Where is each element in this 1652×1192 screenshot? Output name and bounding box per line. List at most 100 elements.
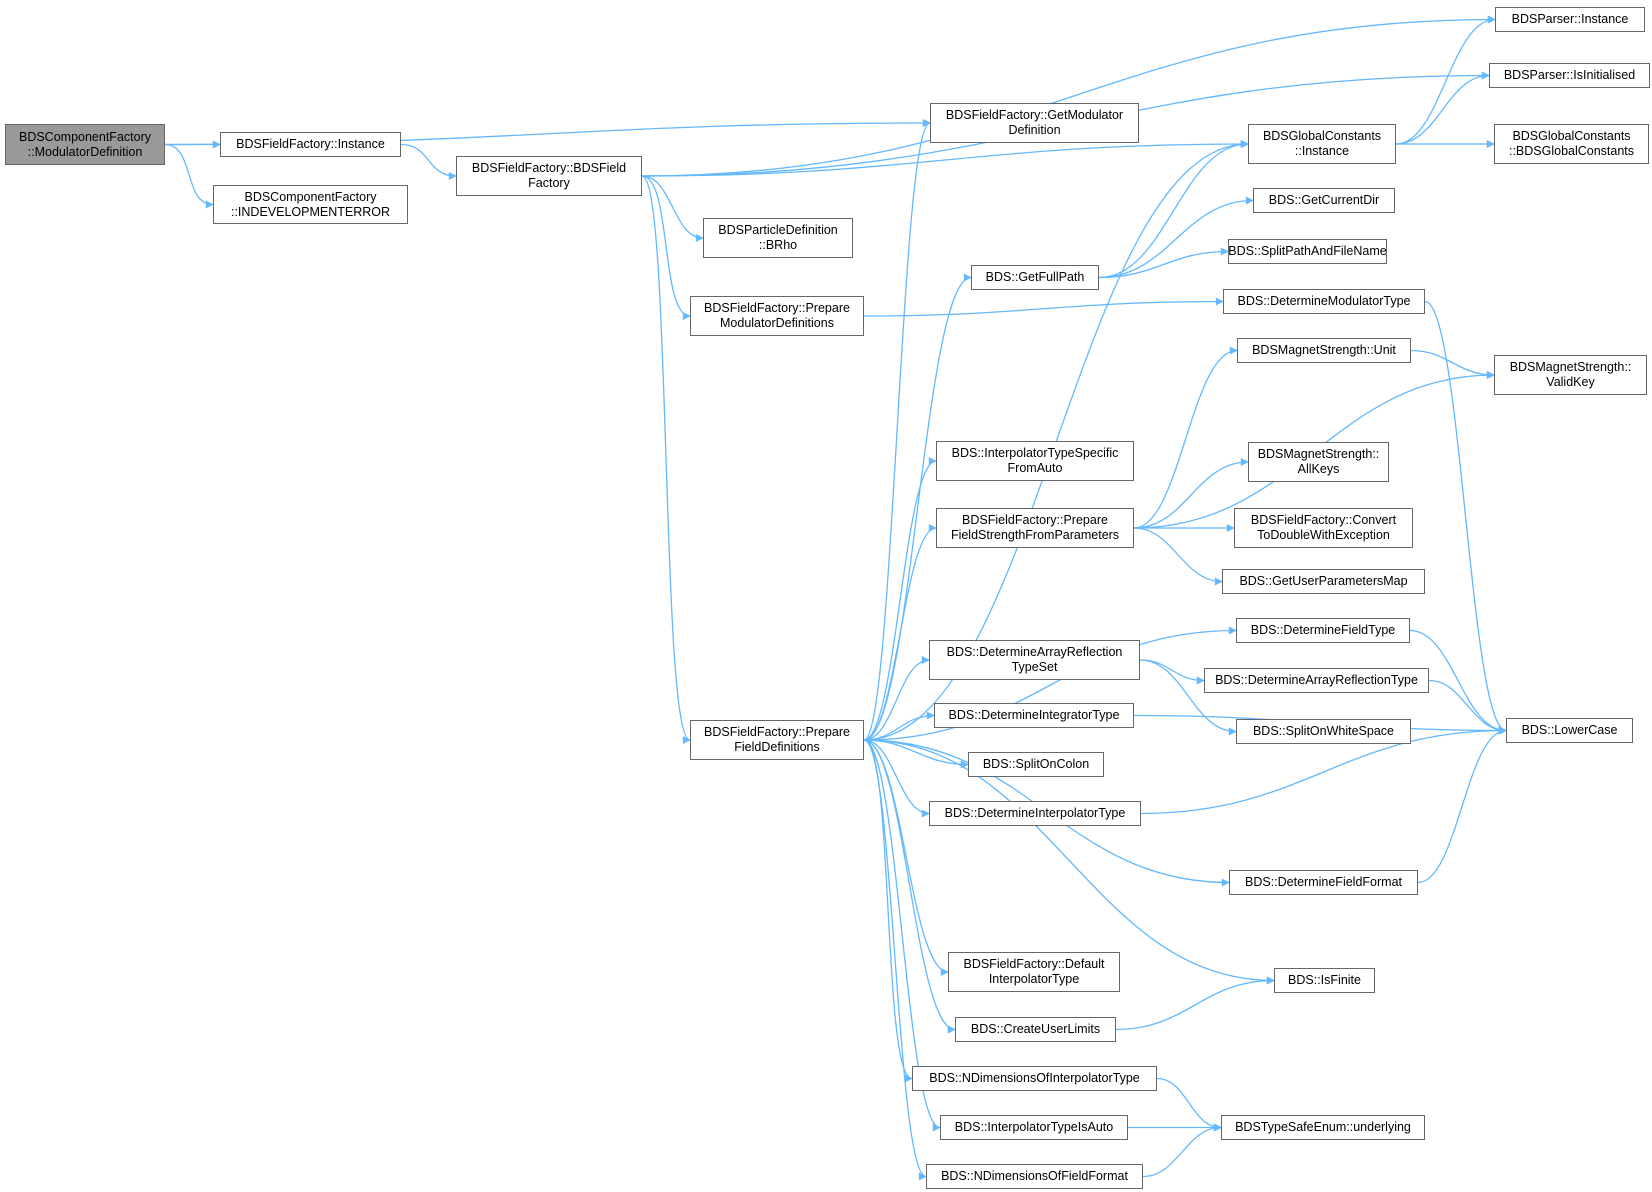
- node-parserInst[interactable]: BDSParser::Instance: [1495, 7, 1645, 32]
- call-edge-root-to-inDev: [164, 143, 214, 209]
- call-edge-detFieldFormat-to-lowerCase: [1417, 726, 1507, 884]
- node-label-line: BDS::DetermineInterpolatorType: [944, 806, 1126, 820]
- node-getUserParams[interactable]: BDS::GetUserParametersMap: [1222, 569, 1425, 594]
- node-label-line: BDS::DetermineArrayReflection: [946, 645, 1123, 659]
- call-edge-ffBDS-to-ffPrepField: [641, 175, 691, 744]
- call-edge-msUnit-to-msValid: [1410, 349, 1495, 379]
- node-msUnit[interactable]: BDSMagnetStrength::Unit: [1237, 338, 1411, 363]
- node-gcCtor[interactable]: BDSGlobalConstants::BDSGlobalConstants: [1494, 124, 1649, 164]
- call-edge-ffPrepField-to-ndimInterp: [863, 739, 913, 1083]
- node-label-line: BDS::LowerCase: [1521, 723, 1618, 737]
- node-detIntegType[interactable]: BDS::DetermineIntegratorType: [934, 703, 1134, 728]
- node-label-line: BDSFieldFactory::Prepare: [704, 301, 850, 315]
- node-label-line: BDSGlobalConstants: [1262, 129, 1382, 143]
- call-edge-ffPrepMod-to-detModType: [863, 297, 1224, 317]
- call-edge-ffPrepField-to-ffDefaultInterp: [863, 739, 949, 976]
- node-label-line: BDS::GetUserParametersMap: [1239, 574, 1408, 588]
- node-label-line: BDS::DetermineIntegratorType: [948, 708, 1120, 722]
- node-label-line: ValidKey: [1546, 375, 1595, 389]
- node-msAllKeys[interactable]: BDSMagnetStrength::AllKeys: [1248, 442, 1389, 482]
- node-interpIsAuto[interactable]: BDS::InterpolatorTypeIsAuto: [940, 1115, 1128, 1140]
- node-ndimFormat[interactable]: BDS::NDimensionsOfFieldFormat: [926, 1164, 1143, 1189]
- node-tseUnderlying[interactable]: BDSTypeSafeEnum::underlying: [1221, 1115, 1425, 1140]
- call-edge-ffPrepField-to-detArrReflSet: [863, 656, 930, 741]
- node-label-line: ModulatorDefinitions: [720, 316, 834, 330]
- node-detFieldFormat[interactable]: BDS::DetermineFieldFormat: [1229, 870, 1418, 895]
- call-edge-ffBDS-to-gcInst: [641, 140, 1249, 177]
- node-detArrRefl[interactable]: BDS::DetermineArrayReflectionType: [1204, 668, 1429, 693]
- node-isFinite[interactable]: BDS::IsFinite: [1274, 968, 1375, 993]
- node-splitWS[interactable]: BDS::SplitOnWhiteSpace: [1236, 719, 1411, 744]
- node-label-line: ::BDSGlobalConstants: [1508, 144, 1635, 158]
- node-label-line: BDS::SplitPathAndFileName: [1228, 244, 1387, 258]
- node-label-line: FieldStrengthFromParameters: [950, 528, 1120, 542]
- node-ffInstance[interactable]: BDSFieldFactory::Instance: [220, 132, 401, 157]
- node-label-line: BDS::InterpolatorTypeIsAuto: [954, 1120, 1114, 1134]
- call-edge-ndimFormat-to-tseUnderlying: [1142, 1123, 1222, 1178]
- node-label-line: AllKeys: [1297, 462, 1340, 476]
- call-edge-ffPrepField-to-detFieldType: [863, 626, 1237, 741]
- node-getFullPath[interactable]: BDS::GetFullPath: [971, 265, 1099, 290]
- node-label-line: BDSFieldFactory::Default: [963, 957, 1105, 971]
- node-label-line: BDS::DetermineArrayReflectionType: [1215, 673, 1418, 687]
- call-edge-ffPrepField-to-ffPrepStrength: [863, 524, 937, 741]
- call-edge-ffBDS-to-pdBRho: [641, 175, 704, 242]
- node-root: BDSComponentFactory::ModulatorDefinition: [5, 124, 165, 165]
- node-pdBRho[interactable]: BDSParticleDefinition::BRho: [703, 218, 853, 258]
- call-edge-ffBDS-to-parserInst: [641, 15, 1496, 177]
- node-detInterpType[interactable]: BDS::DetermineInterpolatorType: [929, 801, 1141, 826]
- node-lowerCase[interactable]: BDS::LowerCase: [1506, 718, 1633, 743]
- node-label-line: BDS::DetermineModulatorType: [1237, 294, 1411, 308]
- node-label-line: BDSParser::IsInitialised: [1503, 68, 1636, 82]
- node-label-line: BDSParser::Instance: [1511, 12, 1629, 26]
- node-ndimInterp[interactable]: BDS::NDimensionsOfInterpolatorType: [912, 1066, 1157, 1091]
- node-label-line: BDS::GetCurrentDir: [1268, 193, 1380, 207]
- node-inDev[interactable]: BDSComponentFactory::INDEVELOPMENTERROR: [213, 185, 408, 224]
- call-edge-ffPrepField-to-ndimFormat: [863, 739, 927, 1181]
- node-label-line: BDSComponentFactory: [244, 189, 377, 204]
- node-parserInit[interactable]: BDSParser::IsInitialised: [1489, 63, 1650, 88]
- node-label-line: BDSFieldFactory::Convert: [1250, 513, 1397, 527]
- node-detFieldType[interactable]: BDS::DetermineFieldType: [1236, 618, 1410, 643]
- node-label-line: BDS::NDimensionsOfInterpolatorType: [929, 1071, 1140, 1085]
- node-splitColon[interactable]: BDS::SplitOnColon: [968, 752, 1104, 777]
- node-label-line: ToDoubleWithException: [1257, 528, 1390, 542]
- node-label-line: ::Instance: [1294, 144, 1350, 158]
- node-getCurDir[interactable]: BDS::GetCurrentDir: [1253, 188, 1395, 213]
- call-edge-ffPrepField-to-detInterpType: [863, 739, 930, 818]
- call-edge-detArrReflSet-to-detArrRefl: [1139, 659, 1205, 685]
- node-label-line: BDSComponentFactory: [18, 129, 151, 144]
- node-msValid[interactable]: BDSMagnetStrength::ValidKey: [1494, 355, 1647, 395]
- node-label-line: BDSMagnetStrength::: [1257, 447, 1380, 461]
- node-createUL[interactable]: BDS::CreateUserLimits: [955, 1017, 1116, 1042]
- call-edge-ffPrepField-to-detIntegType: [863, 711, 935, 741]
- node-label-line: ::BRho: [758, 238, 798, 252]
- node-label-line: BDSMagnetStrength::Unit: [1252, 343, 1396, 357]
- call-edge-ffPrepStrength-to-msUnit: [1133, 346, 1238, 529]
- call-edge-detArrRefl-to-lowerCase: [1428, 679, 1507, 735]
- node-label-line: BDSGlobalConstants: [1512, 129, 1631, 143]
- call-edge-ffBDS-to-ffPrepMod: [641, 175, 691, 320]
- node-splitPath[interactable]: BDS::SplitPathAndFileName: [1228, 239, 1387, 264]
- call-edge-detArrReflSet-to-splitWS: [1139, 659, 1237, 736]
- call-edge-ffPrepField-to-interpIsAuto: [863, 739, 941, 1132]
- node-detModType[interactable]: BDS::DetermineModulatorType: [1223, 289, 1425, 314]
- call-edge-ffPrepStrength-to-msAllKeys: [1133, 458, 1249, 529]
- node-gcInst[interactable]: BDSGlobalConstants::Instance: [1248, 124, 1396, 164]
- node-label-line: BDS::IsFinite: [1288, 973, 1361, 987]
- call-edge-gcInst-to-parserInst: [1395, 15, 1496, 145]
- call-edge-ffPrepField-to-createUL: [863, 739, 956, 1034]
- call-edge-getFullPath-to-gcInst: [1098, 140, 1249, 279]
- node-label-line: Factory: [528, 176, 570, 190]
